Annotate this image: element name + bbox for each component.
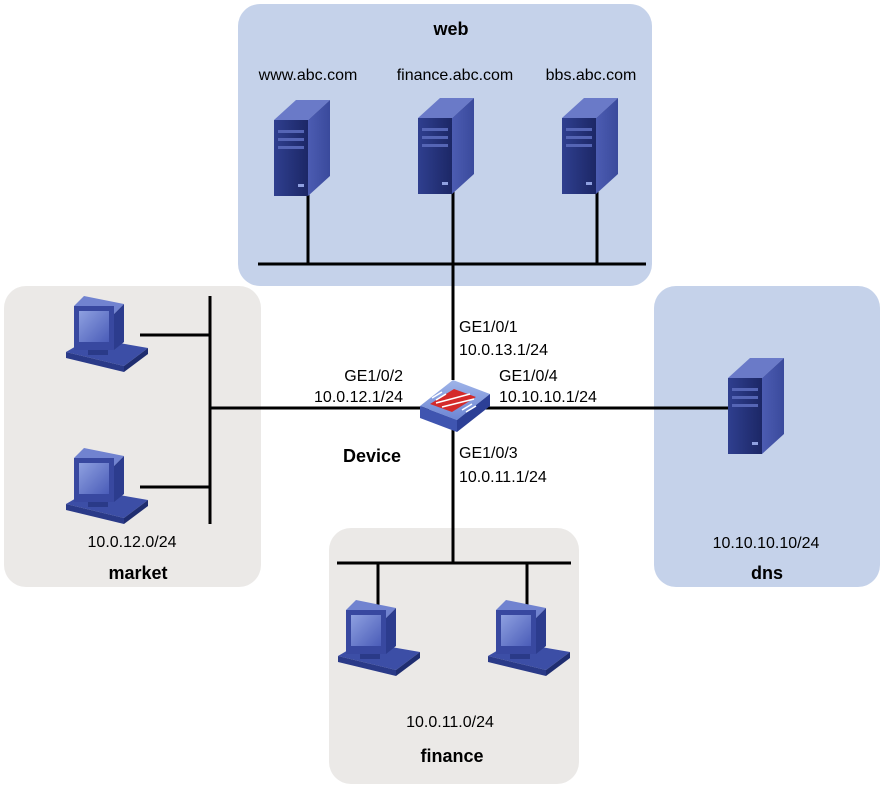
- server-dns: [728, 358, 784, 454]
- device: [420, 380, 490, 432]
- port-ge2-ip: 10.0.12.1/24: [314, 389, 403, 406]
- server-www: [274, 100, 330, 196]
- server-finance-label: finance.abc.com: [397, 67, 514, 84]
- server-tower-icon: [728, 358, 784, 454]
- server-tower-icon: [418, 98, 474, 194]
- port-ge3-name: GE1/0/3: [459, 445, 518, 462]
- zone-finance-title: finance: [420, 746, 483, 766]
- market-subnet: 10.0.12.0/24: [88, 534, 177, 551]
- server-tower-icon: [274, 100, 330, 196]
- server-www-label: www.abc.com: [258, 67, 358, 84]
- server-tower-icon: [562, 98, 618, 194]
- server-finance: [418, 98, 474, 194]
- network-links: [140, 190, 730, 605]
- zone-market: [4, 286, 261, 587]
- port-ge4-ip: 10.10.10.1/24: [499, 389, 597, 406]
- port-ge1-ip: 10.0.13.1/24: [459, 342, 548, 359]
- zone-market-title: market: [108, 563, 167, 583]
- dns-address: 10.10.10.10/24: [713, 535, 820, 552]
- port-ge1-name: GE1/0/1: [459, 319, 518, 336]
- port-ge3-ip: 10.0.11.1/24: [459, 469, 547, 486]
- zone-finance: [329, 528, 579, 784]
- firewall-switch-icon: [420, 380, 490, 432]
- device-name: Device: [343, 446, 401, 466]
- port-ge4-name: GE1/0/4: [499, 368, 558, 385]
- port-ge2-name: GE1/0/2: [344, 368, 403, 385]
- zone-web-title: web: [432, 19, 468, 39]
- finance-subnet: 10.0.11.0/24: [406, 714, 494, 731]
- zone-dns-title: dns: [751, 563, 783, 583]
- server-bbs-label: bbs.abc.com: [546, 67, 637, 84]
- server-bbs: [562, 98, 618, 194]
